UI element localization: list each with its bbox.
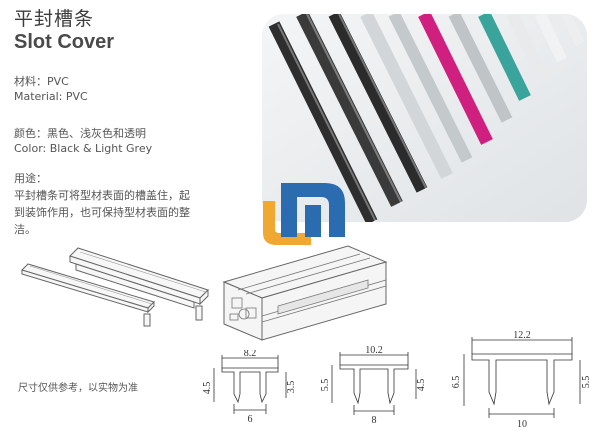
drawing-1-bottom-width: 6: [248, 414, 253, 425]
drawing-3-left-height: 6.5: [451, 376, 462, 389]
page-title-en: Slot Cover: [14, 31, 115, 53]
drawing-1-top-width: 8.2: [244, 350, 257, 359]
usage-line-1: 平封槽条可将型材表面的槽盖住，起: [14, 189, 190, 202]
material-cn: 材料：PVC: [14, 75, 69, 88]
drawing-2-left-height: 5.5: [320, 379, 331, 392]
slot-cover-strips-illustration: [21, 247, 209, 327]
product-photo-strips: [262, 14, 587, 222]
cross-section-drawing-1: 8.2 4.5 3.5 6: [202, 350, 297, 425]
watermark-logo-icon: [263, 183, 345, 245]
drawing-2-bottom-width: 8: [372, 415, 377, 426]
drawing-1-right-height: 3.5: [286, 381, 297, 394]
drawing-1-left-height: 4.5: [202, 382, 213, 395]
color-en: Color: Black & Light Grey: [14, 142, 153, 155]
usage-title: 用途：: [14, 172, 47, 185]
drawing-3-right-height: 5.5: [581, 376, 592, 389]
product-photo: [262, 14, 587, 222]
cross-section-drawing-3: 12.2 6.5 5.5 10: [451, 330, 592, 430]
drawing-3-top-width: 12.2: [513, 330, 531, 341]
aluminum-profile-illustration: [222, 245, 388, 341]
usage-line-2: 到装饰作用，也可保持型材表面的整: [14, 206, 190, 219]
drawing-2-top-width: 10.2: [365, 345, 383, 356]
drawing-2-right-height: 4.5: [416, 379, 427, 392]
material-en: Material: PVC: [14, 90, 88, 103]
page-title-cn: 平封槽条: [14, 8, 95, 30]
usage-line-3: 洁。: [14, 223, 36, 236]
drawing-3-bottom-width: 10: [517, 419, 527, 430]
color-cn: 颜色：黑色、浅灰色和透明: [14, 127, 146, 140]
cross-section-drawing-2: 10.2 5.5 4.5 8: [320, 345, 427, 426]
dimension-note: 尺寸仅供参考，以实物为准: [18, 383, 138, 394]
